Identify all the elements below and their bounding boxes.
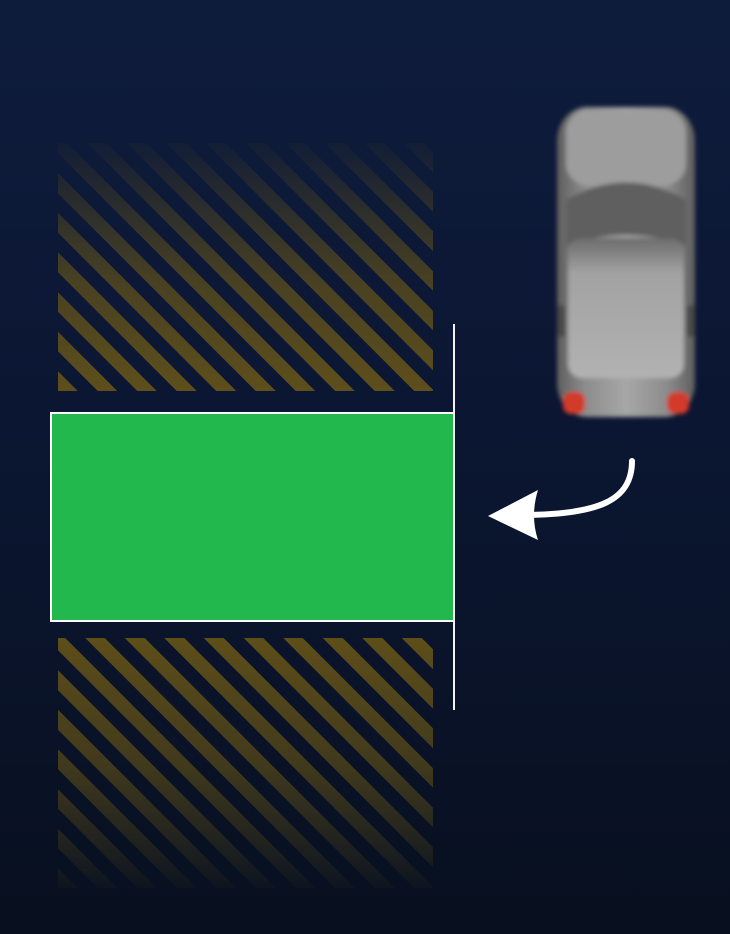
arrow-head: [488, 490, 538, 540]
car-windshield: [566, 182, 686, 245]
car-tail-light-left: [563, 392, 585, 414]
car-hood: [566, 110, 686, 186]
no-parking-zone-bottom: [58, 638, 433, 888]
car-tail-light-right: [667, 392, 689, 414]
target-parking-spot[interactable]: [50, 412, 455, 622]
arrow-shaft: [517, 458, 635, 518]
no-parking-zone-top: [58, 143, 433, 391]
car: [557, 107, 695, 417]
car-side-mirror-right: [687, 305, 695, 337]
car-roof: [568, 238, 684, 378]
curved-arrow-left-icon: [488, 458, 635, 540]
curb-line: [453, 324, 455, 710]
car-side-mirror-left: [557, 305, 565, 337]
